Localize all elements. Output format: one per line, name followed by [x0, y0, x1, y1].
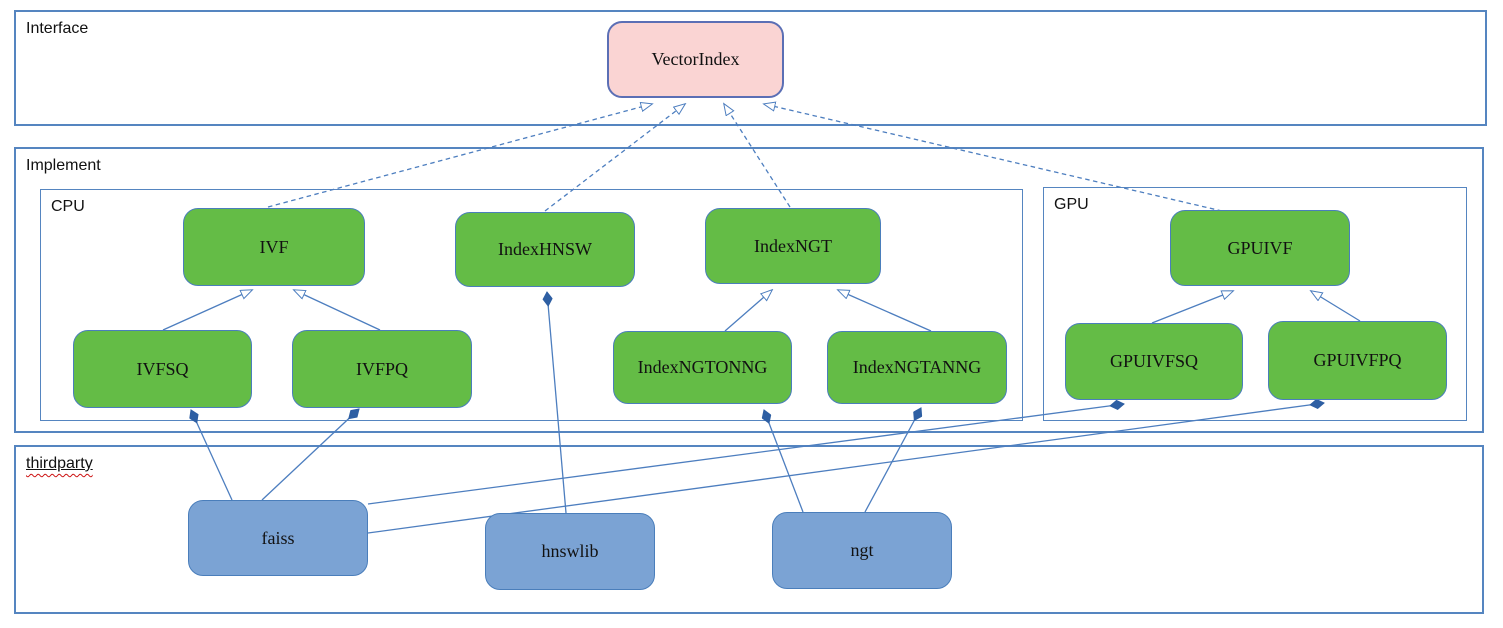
node-ngt-label: ngt: [850, 540, 874, 560]
gpu-container-label: GPU: [1054, 196, 1089, 213]
node-gpuivfpq: GPUIVFPQ: [1268, 321, 1447, 400]
node-hnswlib-label: hnswlib: [541, 541, 599, 561]
node-gpuivfsq: GPUIVFSQ: [1065, 323, 1243, 400]
node-gpuivf: GPUIVF: [1170, 210, 1350, 286]
node-ivf-label: IVF: [259, 236, 289, 257]
node-ivfsq-label: IVFSQ: [136, 358, 189, 379]
node-indexngt-label: IndexNGT: [754, 235, 832, 256]
node-faiss: faiss: [188, 500, 368, 576]
node-vectorindex: VectorIndex: [607, 21, 784, 98]
node-faiss-label: faiss: [261, 527, 295, 548]
node-ngt: ngt: [772, 512, 952, 589]
node-gpuivf-label: GPUIVF: [1227, 237, 1293, 258]
node-indexngtonng-label: IndexNGTONNG: [637, 357, 768, 377]
node-indexngtanng: IndexNGTANNG: [827, 331, 1007, 404]
node-indexngtonng: IndexNGTONNG: [613, 331, 792, 404]
node-ivfsq: IVFSQ: [73, 330, 252, 408]
node-ivfpq: IVFPQ: [292, 330, 472, 408]
node-indexhnsw: IndexHNSW: [455, 212, 635, 287]
node-indexhnsw-label: IndexHNSW: [498, 239, 592, 259]
node-gpuivfsq-label: GPUIVFSQ: [1109, 351, 1199, 371]
node-hnswlib: hnswlib: [485, 513, 655, 590]
node-ivfpq-label: IVFPQ: [355, 358, 408, 379]
thirdparty-container-label: thirdparty: [26, 455, 93, 473]
implement-container-label: Implement: [26, 157, 101, 174]
cpu-container-label: CPU: [51, 198, 85, 215]
interface-container-label: Interface: [26, 20, 89, 37]
node-ivf: IVF: [183, 208, 365, 286]
node-vectorindex-label: VectorIndex: [651, 49, 740, 69]
node-indexngtanng-label: IndexNGTANNG: [852, 357, 982, 377]
thirdparty-container-label-text: thirdparty: [26, 455, 93, 472]
node-indexngt: IndexNGT: [705, 208, 881, 284]
node-gpuivfpq-label: GPUIVFPQ: [1313, 350, 1402, 370]
